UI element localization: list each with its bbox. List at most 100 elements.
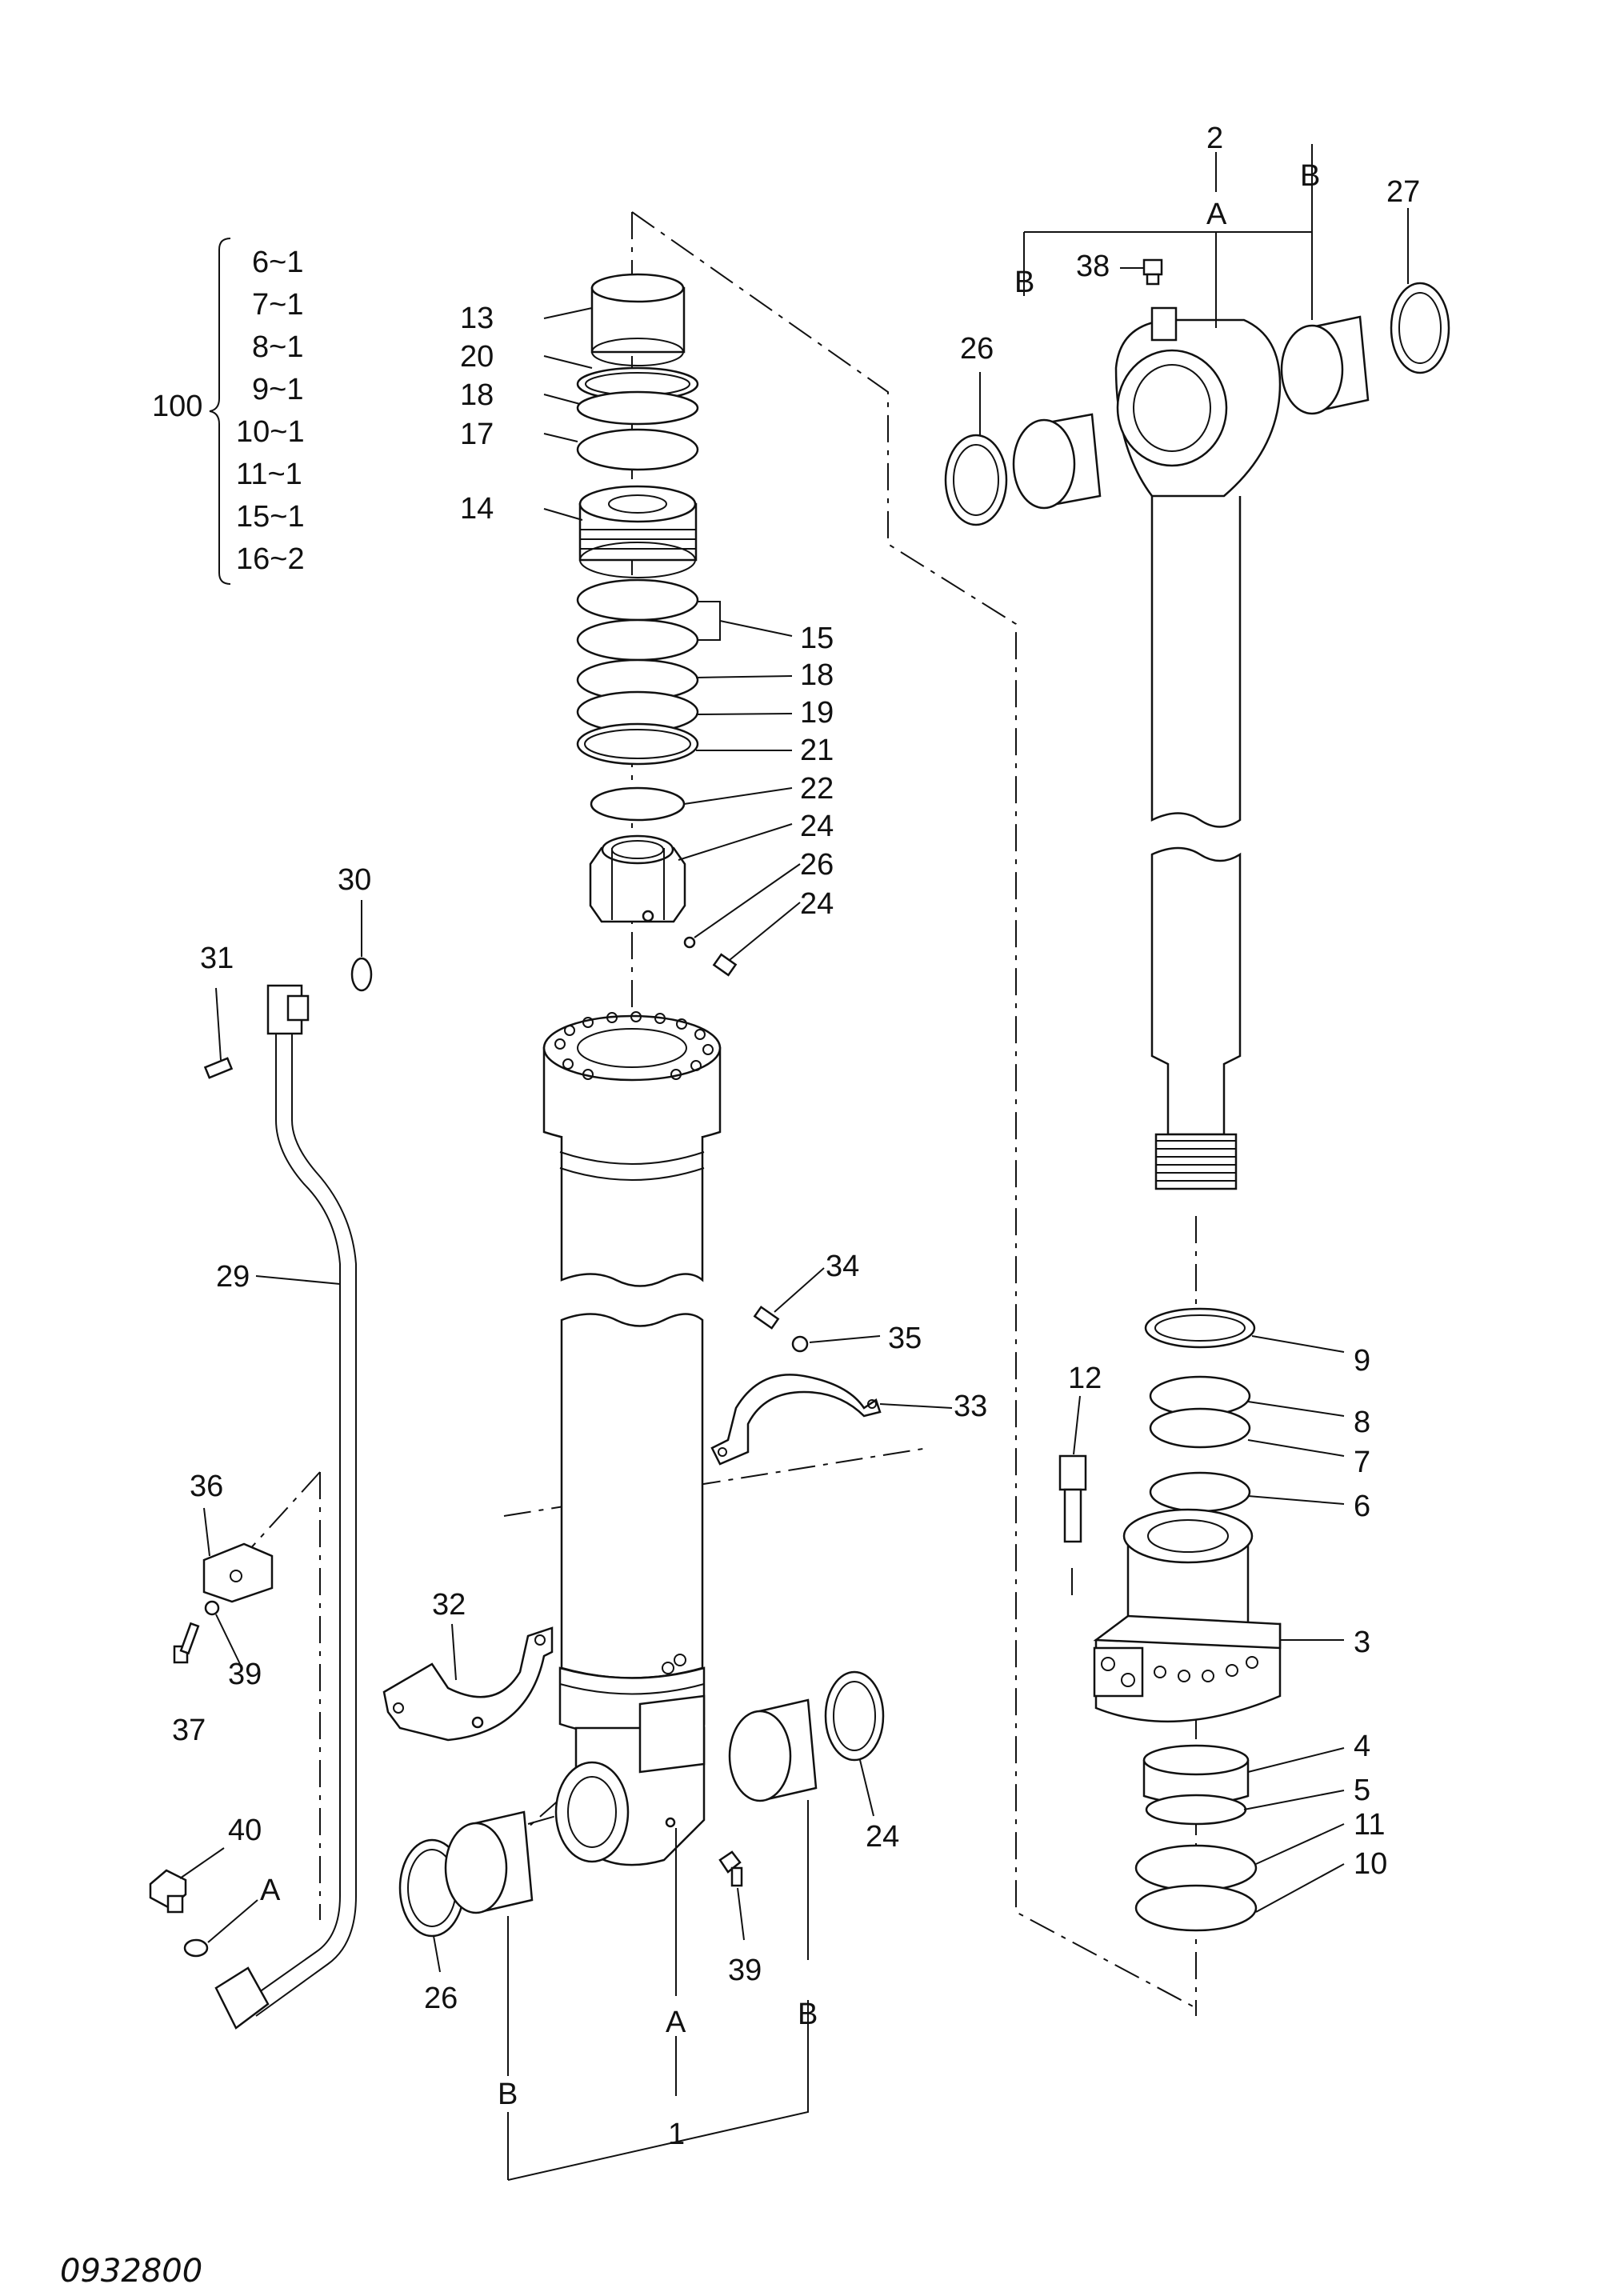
bushing-b-right	[1280, 315, 1370, 415]
ring-17	[576, 390, 699, 426]
kit-brace	[209, 238, 231, 585]
callout-labels: 13 20 18 17 14 15 18 19 21 22 24 26 24 2…	[172, 122, 1420, 2151]
callout-8: 8	[1354, 1406, 1370, 1439]
seal-kit-list: 100 6~1 7~1 8~1 9~1 10~1 11~1 15~1 16~2	[152, 238, 305, 585]
callout-40: A	[260, 1874, 281, 1907]
washer-33	[791, 1335, 809, 1353]
kit-item: 6~1	[252, 246, 303, 279]
clamp-34	[202, 1542, 274, 1603]
callout-1: 1	[668, 2118, 685, 2151]
callout-34: 36	[190, 1470, 223, 1503]
grease-fitting-37	[718, 1850, 743, 1887]
callout-28: 30	[338, 863, 371, 897]
callout-2: 2	[1206, 122, 1223, 155]
callout-11: 11	[1354, 1808, 1385, 1842]
callout-18: 21	[800, 734, 834, 767]
kit-item: 11~1	[236, 458, 302, 491]
callout-cyl-a: A	[666, 2006, 686, 2039]
callout-33: 35	[888, 1322, 922, 1355]
kit-item: 16~2	[236, 542, 305, 576]
head-stack	[1058, 1307, 1282, 1932]
ring-18	[576, 366, 699, 402]
grease-fitting-38	[1142, 258, 1163, 286]
callout-24: 26	[424, 1982, 458, 2015]
bolt-35	[173, 1622, 200, 1664]
callout-7: 7	[1354, 1446, 1370, 1479]
kit-item: 10~1	[236, 415, 305, 449]
callout-20: 24	[800, 810, 834, 843]
bushing-6	[1149, 1471, 1251, 1513]
kit-item: 15~1	[236, 500, 305, 534]
seal-24-right	[824, 1670, 885, 1762]
set-screw-21	[712, 953, 738, 977]
pipe-27	[214, 984, 357, 2030]
drawing-code: 0932800	[60, 2253, 202, 2290]
callout-39: 40	[228, 1814, 262, 1847]
washer-19	[590, 786, 686, 822]
seal-26-left	[944, 434, 1008, 526]
bushing-b-foot-left	[444, 1810, 534, 1914]
callout-rod-a: A	[1206, 198, 1227, 231]
callout-16: 17	[460, 418, 494, 451]
kit-item: 9~1	[252, 373, 303, 406]
callout-21: 24	[800, 887, 834, 921]
callout-cyl-b: B	[498, 2078, 518, 2111]
callout-19: 22	[800, 772, 834, 806]
callout-18: 20	[460, 340, 494, 374]
o-ring-28	[350, 957, 373, 992]
callout-17: 19	[800, 696, 834, 730]
ring-15	[576, 618, 699, 662]
rod-thread	[1156, 1140, 1236, 1182]
callout-rod-b: B	[1014, 266, 1034, 299]
callout-31: 33	[954, 1390, 987, 1423]
ball-22	[683, 936, 696, 949]
callout-37: 39	[728, 1954, 762, 1987]
nut-20	[589, 834, 686, 923]
callout-12: 12	[1068, 1362, 1102, 1395]
seal-26-right	[1390, 282, 1450, 374]
callout-15: 15	[800, 622, 834, 655]
piston-rod-2	[1114, 306, 1282, 1190]
bolt-holes	[554, 1011, 714, 1080]
snap-ring-5	[1145, 1794, 1247, 1826]
bushing-b-foot-right	[728, 1698, 818, 1802]
o-ring-10	[1134, 1884, 1258, 1932]
ring-15	[576, 578, 699, 622]
callout-3: 3	[1354, 1626, 1370, 1659]
clamp-band-30	[382, 1626, 554, 1742]
callout-rod-b: B	[1300, 159, 1320, 193]
o-ring-16	[576, 428, 699, 471]
callout-35: 37	[172, 1714, 206, 1747]
bolt-29	[203, 1057, 234, 1079]
o-ring-40	[183, 1938, 209, 1958]
callout-cyl-b: B	[798, 1998, 818, 2031]
callout-16: 18	[800, 658, 834, 692]
dust-seal-9	[1144, 1307, 1256, 1349]
washer-36	[204, 1600, 220, 1616]
ring-18	[576, 722, 699, 766]
callout-36: 39	[228, 1658, 262, 1691]
clamp-band-31	[710, 1374, 882, 1466]
callout-13: 13	[460, 302, 494, 335]
callout-32: 34	[826, 1250, 859, 1283]
bushing-13	[590, 273, 686, 366]
callout-6: 6	[1354, 1490, 1370, 1523]
kit-item: 7~1	[252, 288, 303, 322]
kit-number: 100	[152, 390, 202, 423]
callout-22: 26	[800, 848, 834, 882]
callout-5: 5	[1354, 1774, 1370, 1807]
callout-14: 14	[460, 492, 494, 526]
rod-cover-3	[1093, 1508, 1282, 1723]
callout-30: 32	[432, 1588, 466, 1622]
callout-26: 26	[960, 332, 994, 366]
kit-item: 8~1	[252, 330, 303, 364]
bolt-32	[753, 1306, 780, 1330]
callout-4: 4	[1354, 1730, 1370, 1763]
callout-10: 10	[1354, 1847, 1387, 1881]
bolt-12	[1058, 1454, 1087, 1543]
callout-38: 38	[1076, 250, 1110, 283]
fitting-39	[149, 1869, 187, 1914]
bushing-b-left	[1012, 413, 1102, 510]
callout-24: 24	[866, 1820, 899, 1854]
